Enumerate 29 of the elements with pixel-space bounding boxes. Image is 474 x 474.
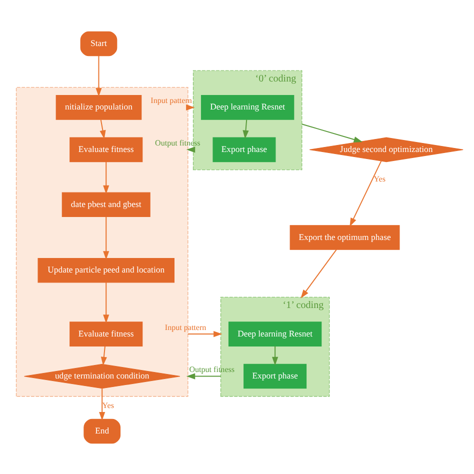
arrow bbox=[302, 123, 363, 142]
node-box: Export the optimum phase bbox=[290, 224, 400, 250]
node-box: nitialize population bbox=[56, 94, 142, 120]
arrow bbox=[103, 161, 110, 194]
arrow bbox=[350, 160, 382, 226]
arrow bbox=[242, 119, 249, 139]
node-box: Evaluate fitness bbox=[70, 321, 143, 346]
node-label: ‘1’ coding bbox=[282, 299, 324, 310]
node-box: End bbox=[84, 418, 121, 444]
arrow bbox=[272, 346, 278, 366]
node-box: Deep learning Resnet bbox=[228, 321, 322, 346]
node-box: Evaluate fitness bbox=[70, 136, 143, 162]
node-box: Deep learning Resnet bbox=[200, 94, 294, 120]
arrow bbox=[100, 119, 106, 138]
node-box: Export phase bbox=[244, 363, 307, 388]
node-box: date pbest and gbest bbox=[62, 192, 150, 217]
arrow bbox=[96, 55, 102, 96]
arrow bbox=[103, 216, 110, 260]
arrow bbox=[186, 372, 221, 379]
arrow bbox=[103, 282, 110, 323]
node-diamond: udge termination condition bbox=[24, 363, 180, 388]
arrow bbox=[99, 388, 106, 420]
node-label: ‘0’ coding bbox=[255, 72, 296, 84]
node-box: Update particle peed and location bbox=[38, 257, 174, 282]
node-box: Start bbox=[80, 30, 118, 56]
node-box: Export phase bbox=[212, 136, 276, 162]
arrow bbox=[300, 248, 337, 298]
arrow bbox=[100, 346, 107, 366]
arrow bbox=[188, 330, 222, 337]
